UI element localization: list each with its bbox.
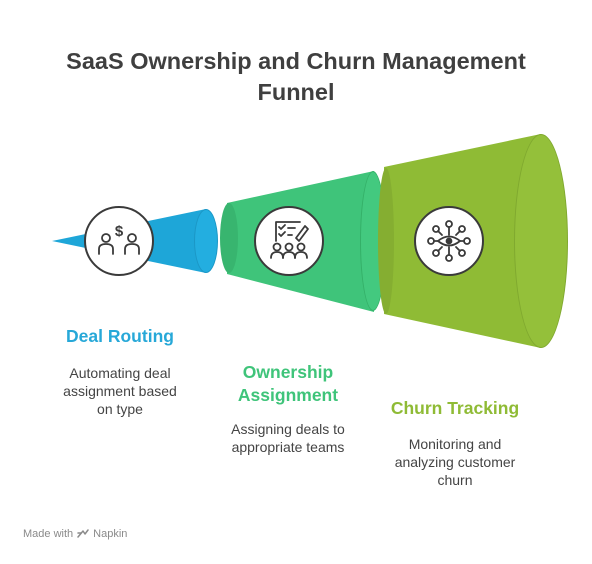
svg-text:$: $ bbox=[115, 223, 124, 240]
money-people-icon: $ bbox=[98, 223, 140, 255]
funnel-neck-churn-tracking bbox=[378, 168, 394, 314]
stage-label-ownership-assignment-line-1: Ownership bbox=[242, 362, 334, 382]
funnel-stage-deal-routing: $ bbox=[52, 206, 218, 276]
stage-description-churn-tracking-line-2: analyzing customer bbox=[394, 454, 516, 470]
made-with-label: Made with bbox=[23, 528, 74, 540]
stage-description-ownership-assignment-line-2: appropriate teams bbox=[231, 439, 345, 455]
stage-description-ownership-assignment: Assigning deals to appropriate teams bbox=[198, 420, 378, 456]
team-checklist-icon bbox=[270, 221, 309, 259]
stage-label-deal-routing-line-1: Deal Routing bbox=[66, 326, 174, 346]
ownership-assignment-icon-badge bbox=[254, 206, 324, 276]
stage-label-churn-tracking: Churn Tracking bbox=[370, 397, 540, 420]
stage-description-deal-routing-line-3: on type bbox=[97, 401, 143, 417]
title-line-1: SaaS Ownership and Churn Management bbox=[66, 48, 526, 74]
funnel-stage-churn-tracking bbox=[378, 134, 568, 348]
stage-description-deal-routing: Automating deal assignment based on type bbox=[40, 364, 200, 418]
stage-description-churn-tracking-line-3: churn bbox=[437, 472, 473, 488]
stage-description-deal-routing-line-2: assignment based bbox=[63, 383, 177, 399]
title-line-2: Funnel bbox=[257, 79, 335, 105]
page-title: SaaS Ownership and Churn Management Funn… bbox=[0, 46, 592, 108]
funnel-mouth-inner-deal-routing bbox=[195, 210, 217, 272]
stage-description-churn-tracking: Monitoring and analyzing customer churn bbox=[375, 435, 535, 489]
napkin-brand-label: Napkin bbox=[93, 528, 128, 540]
made-with-napkin-footer[interactable]: Made with Napkin bbox=[23, 528, 127, 540]
stage-description-churn-tracking-line-1: Monitoring and bbox=[408, 436, 502, 452]
stage-label-ownership-assignment: Ownership Assignment bbox=[208, 361, 368, 407]
napkin-logo-icon bbox=[77, 529, 89, 538]
funnel-neck-ownership-assignment bbox=[220, 203, 238, 273]
funnel-mouth-inner-churn-tracking bbox=[515, 135, 567, 347]
stage-description-deal-routing-line-1: Automating deal bbox=[69, 365, 171, 381]
stage-label-deal-routing: Deal Routing bbox=[40, 325, 200, 348]
stage-label-churn-tracking-line-1: Churn Tracking bbox=[390, 398, 520, 418]
stage-description-ownership-assignment-line-1: Assigning deals to bbox=[231, 421, 345, 437]
funnel-stage-ownership-assignment bbox=[220, 171, 386, 312]
stage-label-ownership-assignment-line-2: Assignment bbox=[237, 385, 339, 405]
deal-routing-icon-badge bbox=[84, 206, 154, 276]
eye-network-icon bbox=[427, 220, 471, 262]
